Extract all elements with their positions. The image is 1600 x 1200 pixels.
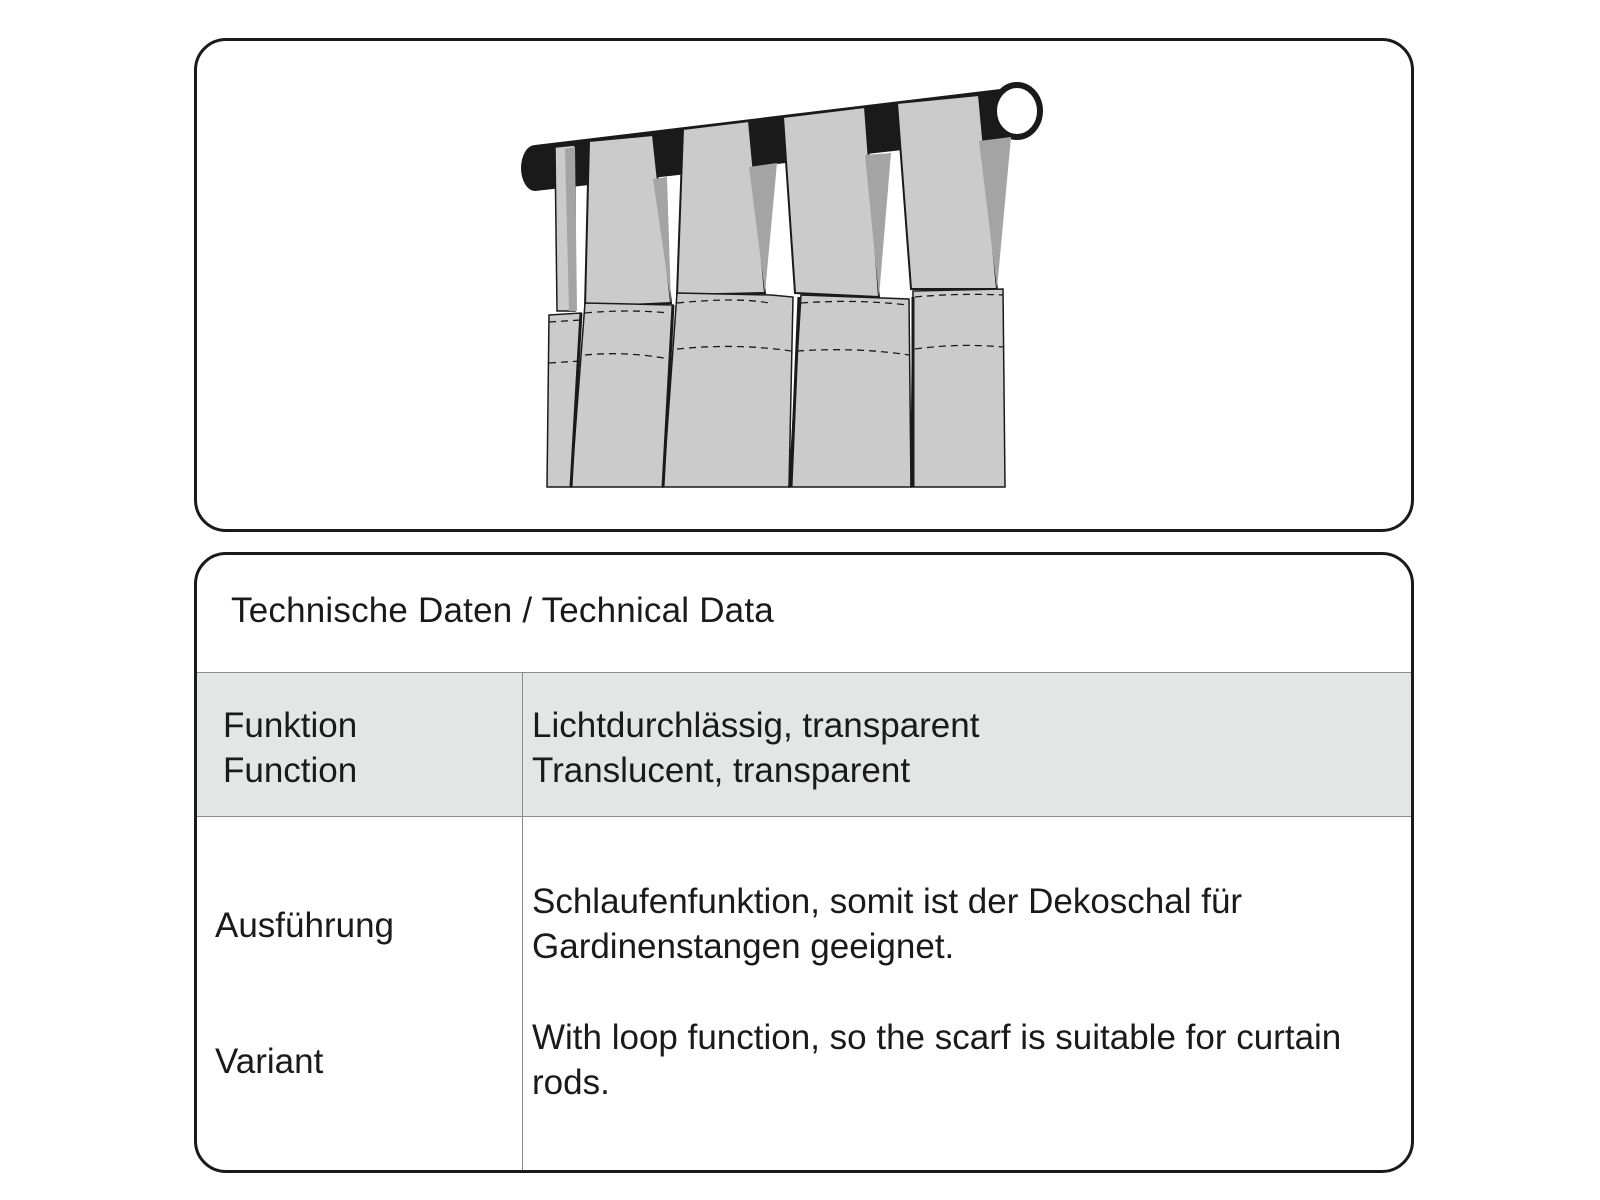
variant-value-de-line2: Gardinenstangen geeignet. — [532, 927, 955, 966]
technical-data-title: Technische Daten / Technical Data — [231, 591, 774, 630]
curtain-illustration — [521, 82, 1043, 488]
variant-value-en-line1: With loop function, so the scarf is suit… — [532, 1018, 1342, 1057]
curtain-panels — [546, 288, 1006, 488]
variant-label-en: Variant — [215, 1042, 324, 1081]
function-label-de: Funktion — [223, 706, 358, 745]
table-row-variant: Ausführung Variant Schlaufenfunktion, so… — [197, 817, 1411, 1170]
variant-value-de-line1: Schlaufenfunktion, somit ist der Dekosch… — [532, 882, 1243, 921]
variant-label-de: Ausführung — [215, 906, 395, 945]
table-row-function: Funktion Function Lichtdurchlässig, tran… — [197, 672, 1411, 817]
variant-value-en-line2: rods. — [532, 1063, 610, 1102]
column-divider — [522, 672, 523, 1170]
function-value-de: Lichtdurchlässig, transparent — [532, 706, 980, 745]
technical-data-panel: Technische Daten / Technical Data Funkti… — [194, 552, 1414, 1173]
function-value-en: Translucent, transparent — [532, 751, 911, 790]
stitch-lines — [548, 293, 1004, 364]
curtain-loops — [554, 93, 1011, 312]
illustration-panel — [194, 38, 1414, 532]
function-label-en: Function — [223, 751, 358, 790]
